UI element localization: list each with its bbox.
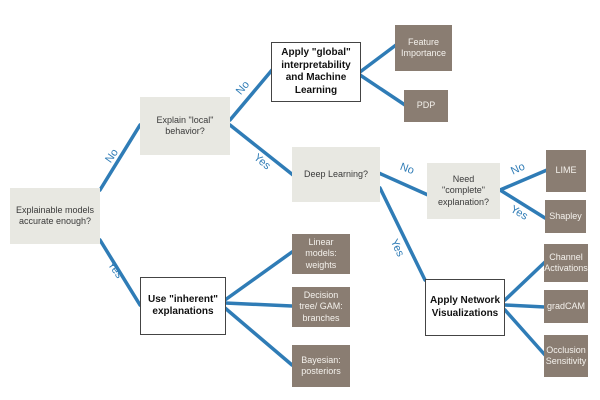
edge-complete-to-lime (498, 168, 549, 192)
edge-netvis-to-occlusion (503, 308, 547, 357)
edge-inherent-to-tree (223, 301, 294, 308)
node-channel-activations: Channel Activations (544, 244, 588, 282)
node-network-visualizations: Apply Network Visualizations (425, 279, 505, 336)
edge-complete-to-shapley (498, 188, 547, 220)
node-decision-tree: Decision tree/ GAM: branches (292, 287, 350, 327)
node-bayesian: Bayesian: posteriors (292, 345, 350, 387)
node-accuracy-question: Explainable models accurate enough? (10, 188, 100, 244)
edge-global-to-pdp (358, 73, 407, 107)
edge-root-to-inherent (98, 238, 142, 307)
node-deep-learning-question: Deep Learning? (292, 147, 380, 202)
edge-local-to-global (228, 68, 274, 122)
edge-deep-to-netvis (378, 186, 427, 282)
node-gradcam: gradCAM (544, 290, 588, 323)
edge-root-to-local (98, 123, 142, 192)
node-occlusion-sensitivity: Occlusion Sensitivity (544, 335, 588, 377)
edge-global-to-feature (358, 43, 398, 74)
node-local-question: Explain "local" behavior? (140, 97, 230, 155)
node-inherent-explanations: Use "inherent" explanations (140, 277, 226, 335)
edge-inherent-to-bayes (223, 306, 294, 367)
edge-netvis-to-channel (503, 260, 547, 302)
node-shapley: Shapley (545, 200, 586, 233)
node-global-interpretability: Apply "global" interpretability and Mach… (271, 42, 361, 102)
node-linear-models: Linear models: weights (292, 234, 350, 274)
edge-netvis-to-gradcam (503, 303, 547, 309)
edge-local-to-deep (228, 123, 295, 177)
node-lime: LIME (546, 150, 586, 192)
edge-inherent-to-linear (223, 250, 294, 302)
node-complete-question: Need "complete" explanation? (427, 163, 500, 219)
node-feature-importance: Feature Importance (395, 25, 452, 71)
edge-deep-to-complete (370, 168, 430, 197)
node-pdp: PDP (404, 90, 448, 122)
